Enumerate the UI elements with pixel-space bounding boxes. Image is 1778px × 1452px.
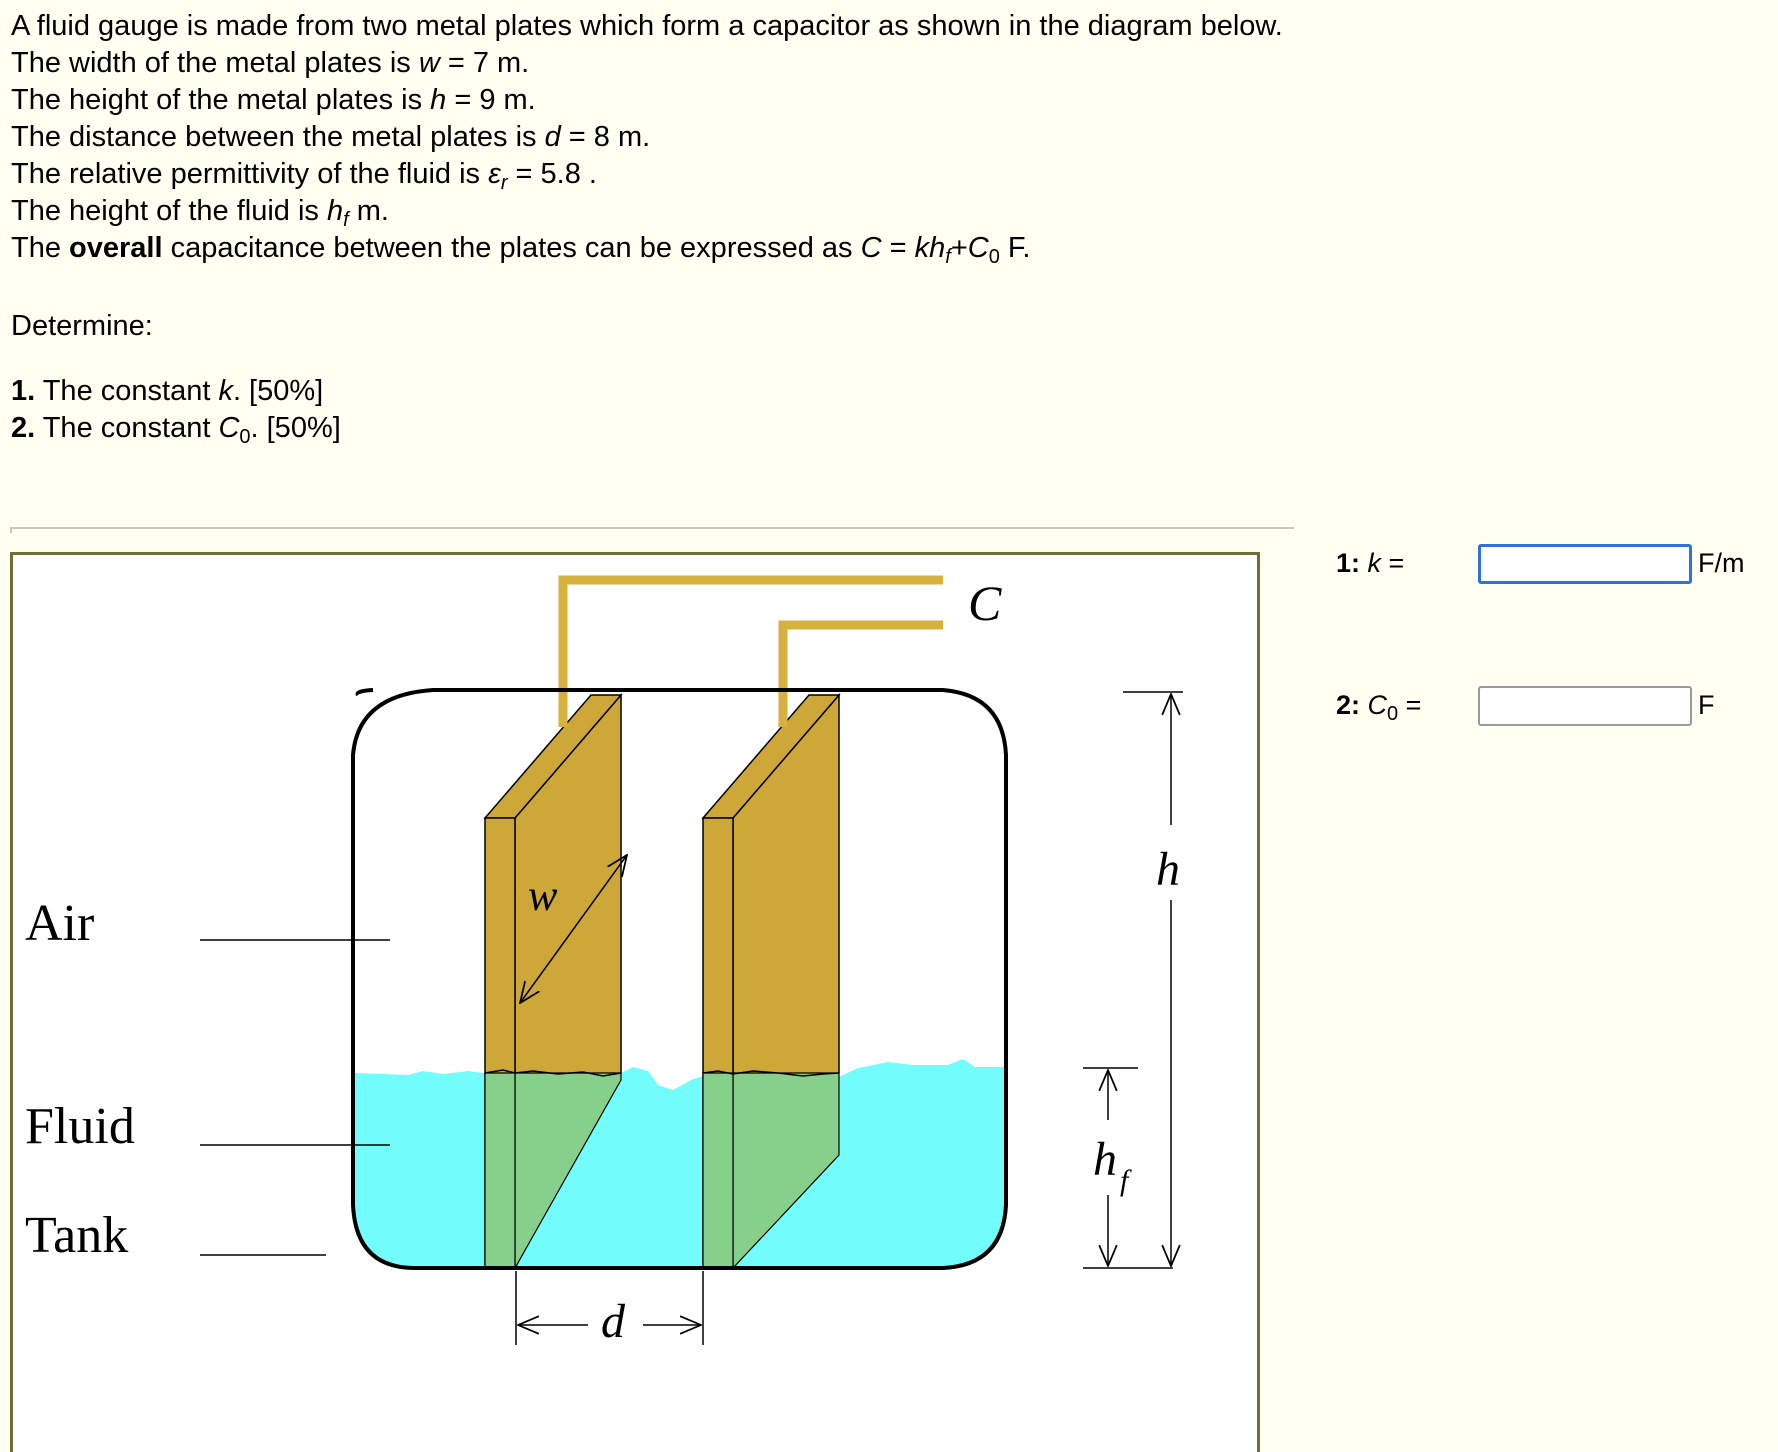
distance-line: The distance between the metal plates is… xyxy=(11,121,651,153)
capacitor-leads xyxy=(558,575,943,727)
h-dimension: h xyxy=(1083,691,1183,1269)
label-c: C xyxy=(968,575,1002,631)
c0-answer-input[interactable] xyxy=(1478,686,1692,726)
height-line: The height of the metal plates is h = 9 … xyxy=(11,84,536,116)
k-answer-input[interactable] xyxy=(1478,544,1692,584)
width-line: The width of the metal plates is w = 7 m… xyxy=(11,47,530,79)
label-d: d xyxy=(601,1295,626,1348)
determine-heading: Determine: xyxy=(11,310,153,342)
intro-text: A fluid gauge is made from two metal pla… xyxy=(11,10,1283,42)
answer-2-label: 2: C0 = xyxy=(1336,690,1422,725)
question-1: 1. The constant k. [50%] xyxy=(11,375,324,407)
diagram-svg: w h h f d C Air xyxy=(25,575,1183,1348)
left-plate xyxy=(483,692,623,1271)
c0-unit: F xyxy=(1698,690,1715,720)
label-h: h xyxy=(1156,843,1180,896)
label-hf: h xyxy=(1093,1133,1117,1186)
fluid-body xyxy=(353,1059,1006,1268)
label-w: w xyxy=(528,871,558,920)
right-plate xyxy=(701,692,841,1270)
tank-outline xyxy=(351,688,1008,1270)
legend-labels: Air Fluid Tank xyxy=(25,895,390,1264)
label-air: Air xyxy=(25,895,94,952)
d-dimension: d xyxy=(515,1271,704,1348)
label-hf-sub: f xyxy=(1120,1164,1132,1197)
fluid-height-line: The height of the fluid is hf m. xyxy=(11,195,389,231)
label-fluid: Fluid xyxy=(25,1098,135,1155)
w-dimension: w xyxy=(520,855,627,1003)
k-unit: F/m xyxy=(1698,548,1745,578)
hf-dimension: h f xyxy=(1083,1067,1138,1266)
problem-statement: A fluid gauge is made from two metal pla… xyxy=(11,8,1511,447)
question-2: 2. The constant C0. [50%] xyxy=(11,412,341,448)
answer-panel: 1: k = F/m 2: C0 = F xyxy=(1336,544,1776,748)
section-divider xyxy=(10,527,1294,533)
capacitor-diagram: w h h f d C Air xyxy=(10,552,1260,1452)
label-tank: Tank xyxy=(25,1207,128,1264)
permittivity-line: The relative permittivity of the fluid i… xyxy=(11,158,597,194)
answer-1-label: 1: k = xyxy=(1336,548,1405,578)
overall-capacitance-line: The overall capacitance between the plat… xyxy=(11,232,1031,268)
